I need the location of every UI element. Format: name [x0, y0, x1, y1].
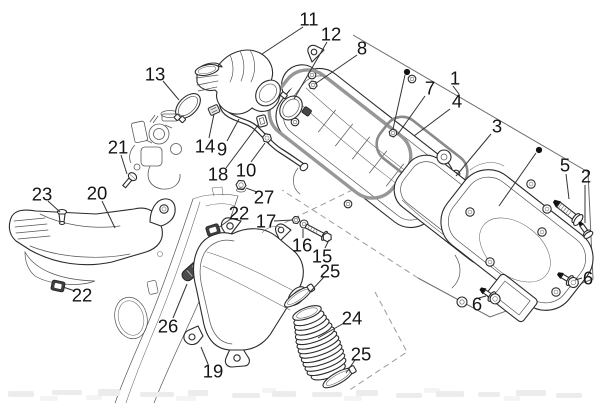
rivet-23 [56, 208, 68, 226]
clip-22-right [205, 223, 221, 237]
callout-label-8: 8 [357, 38, 367, 59]
callout-label-15: 15 [312, 246, 333, 267]
leader-line-5 [565, 173, 570, 200]
dot-marker [403, 68, 411, 76]
callout-label-2: 2 [581, 166, 591, 187]
bolt-15 [304, 223, 332, 243]
callout-label-16: 16 [292, 235, 313, 256]
leader-line-21 [120, 154, 128, 175]
callout-label-23: 23 [32, 184, 53, 205]
intake-elbow-duct [194, 49, 281, 115]
screw-6-right [556, 272, 579, 289]
leader-line-14 [208, 113, 215, 139]
airbox-lower-half [183, 217, 307, 368]
leader-line-11 [261, 26, 304, 55]
leader-line-7 [397, 95, 426, 135]
leader-line-27 [245, 187, 258, 193]
leader-line-10 [250, 142, 266, 163]
boundary-dashed-line [347, 291, 408, 392]
callout-label-26: 26 [158, 316, 179, 337]
screw-2 [578, 221, 594, 239]
leader-line-6 [478, 295, 487, 299]
callout-label-9: 9 [217, 139, 227, 160]
callout-label-1: 1 [450, 68, 460, 89]
leader-line-24 [317, 322, 345, 339]
clamp-25-lower [322, 365, 357, 389]
filter-cover [440, 162, 594, 323]
spacer-10 [262, 133, 272, 143]
callout-label-6: 6 [472, 294, 482, 315]
leader-line-1 [452, 85, 460, 95]
dot-leader-line [498, 152, 537, 207]
leader-line-19 [200, 346, 209, 365]
callout-label-4: 4 [452, 91, 462, 112]
callout-label-7: 7 [425, 78, 435, 99]
dot-marker [535, 146, 543, 154]
boundary-dashed-line [281, 189, 419, 279]
intake-snorkel [8, 198, 176, 285]
callout-label-27: 27 [254, 187, 275, 208]
leader-line-23 [47, 200, 61, 213]
leader-line-17 [273, 219, 294, 222]
clip-unlabeled [301, 106, 312, 117]
leader-line-20 [101, 200, 116, 229]
callout-label-10: 10 [236, 160, 257, 181]
leader-line-6 [574, 277, 583, 281]
callout-label-6: 6 [583, 268, 593, 289]
callout-label-19: 19 [203, 361, 224, 382]
hose-clamp-12 [279, 91, 303, 121]
pipe-clip-14 [207, 104, 221, 116]
callout-label-17: 17 [256, 211, 277, 232]
leader-line-3 [455, 133, 492, 177]
nut-7-target [388, 128, 398, 138]
callout-label-21: 21 [108, 137, 129, 158]
screw-6-left [479, 287, 501, 305]
leader-line-18 [225, 124, 259, 169]
callout-label-5: 5 [560, 155, 570, 176]
callout-label-25: 25 [320, 261, 341, 282]
grommet-18 [256, 114, 268, 128]
callout-label-14: 14 [195, 136, 216, 157]
callout-label-24: 24 [342, 308, 363, 329]
callout-label-12: 12 [321, 24, 342, 45]
leader-line-13 [162, 80, 180, 101]
callout-label-3: 3 [492, 116, 502, 137]
hose-clamp-13 [173, 93, 201, 124]
leader-line-4 [413, 108, 451, 137]
watermark-band [8, 388, 582, 401]
dot-leader-line [392, 74, 406, 130]
clamp-25-upper [284, 283, 316, 308]
nut-17 [291, 215, 301, 225]
leader-lines [47, 26, 586, 374]
callout-label-11: 11 [299, 9, 318, 30]
callout-label-25: 25 [351, 344, 372, 365]
dot-markers [392, 68, 543, 207]
screw-5 [552, 199, 584, 226]
leader-line-15 [324, 239, 330, 249]
throttle-body-assembly [129, 110, 182, 190]
drain-bellows [292, 305, 347, 381]
leader-line-25 [309, 276, 325, 293]
leader-line-8 [314, 54, 358, 85]
nut-27 [235, 179, 247, 191]
nut-8 [308, 80, 318, 90]
leader-line-22 [62, 286, 76, 292]
leader-line-22 [217, 217, 233, 229]
clip-22-left [50, 279, 66, 293]
leader-line-26 [172, 283, 188, 319]
callout-label-20: 20 [87, 183, 108, 204]
screw-21 [122, 172, 138, 189]
leader-line-25 [345, 359, 356, 374]
callout-label-13: 13 [145, 64, 166, 85]
callout-label-18: 18 [208, 164, 229, 185]
leader-line-9 [226, 118, 240, 142]
leader-line-12 [293, 41, 328, 100]
callout-label-22: 22 [72, 285, 93, 306]
callout-label-22: 22 [229, 203, 250, 224]
